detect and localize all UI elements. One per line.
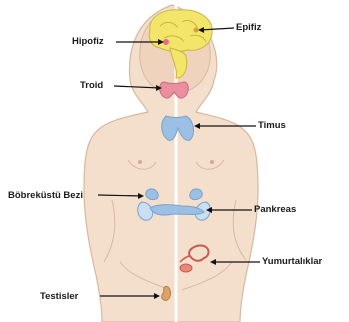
pineal bbox=[194, 28, 199, 33]
nipple-right bbox=[210, 160, 214, 164]
adrenal-right bbox=[190, 189, 202, 200]
ovary bbox=[180, 264, 192, 272]
label-pankreas: Pankreas bbox=[254, 204, 296, 215]
label-bobrekustu: Böbreküstü Bezi bbox=[8, 190, 83, 201]
label-hipofiz: Hipofiz bbox=[72, 36, 104, 47]
label-timus: Timus bbox=[258, 120, 286, 131]
label-yumurtaliklar: Yumurtalıklar bbox=[262, 256, 322, 267]
adrenal-left bbox=[146, 189, 158, 200]
label-troid: Troid bbox=[80, 80, 103, 91]
nipple-left bbox=[138, 160, 142, 164]
label-testisler: Testisler bbox=[40, 291, 78, 302]
label-epifiz: Epifiz bbox=[236, 22, 261, 33]
